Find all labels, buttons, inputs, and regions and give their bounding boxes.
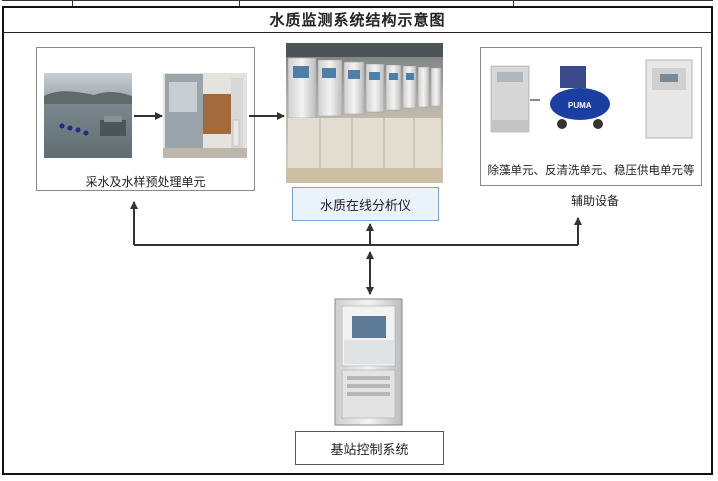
top-rule	[2, 0, 713, 1]
auxiliary-caption: 除藻单元、反清洗单元、稳压供电单元等	[487, 163, 695, 177]
sampling-unit-caption: 采水及水样预处理单元	[85, 175, 206, 189]
auxiliary-label: 辅助设备	[570, 194, 619, 208]
base-station-label: 基站控制系统	[295, 431, 444, 465]
analyzer-room-photo	[286, 43, 443, 183]
top-divider	[239, 0, 240, 6]
lake-photo	[44, 73, 132, 158]
diagram-title: 水质监测系统结构示意图	[2, 6, 713, 33]
auxiliary-equipment-photo: PUMA	[490, 59, 693, 139]
diagram-frame	[2, 6, 713, 475]
pretreatment-photo	[163, 73, 247, 158]
top-divider	[72, 0, 73, 6]
analyzer-label: 水质在线分析仪	[292, 187, 439, 221]
top-divider	[513, 0, 514, 6]
base-station-cabinet	[334, 298, 403, 426]
compressor-brand-text: PUMA	[568, 101, 592, 110]
